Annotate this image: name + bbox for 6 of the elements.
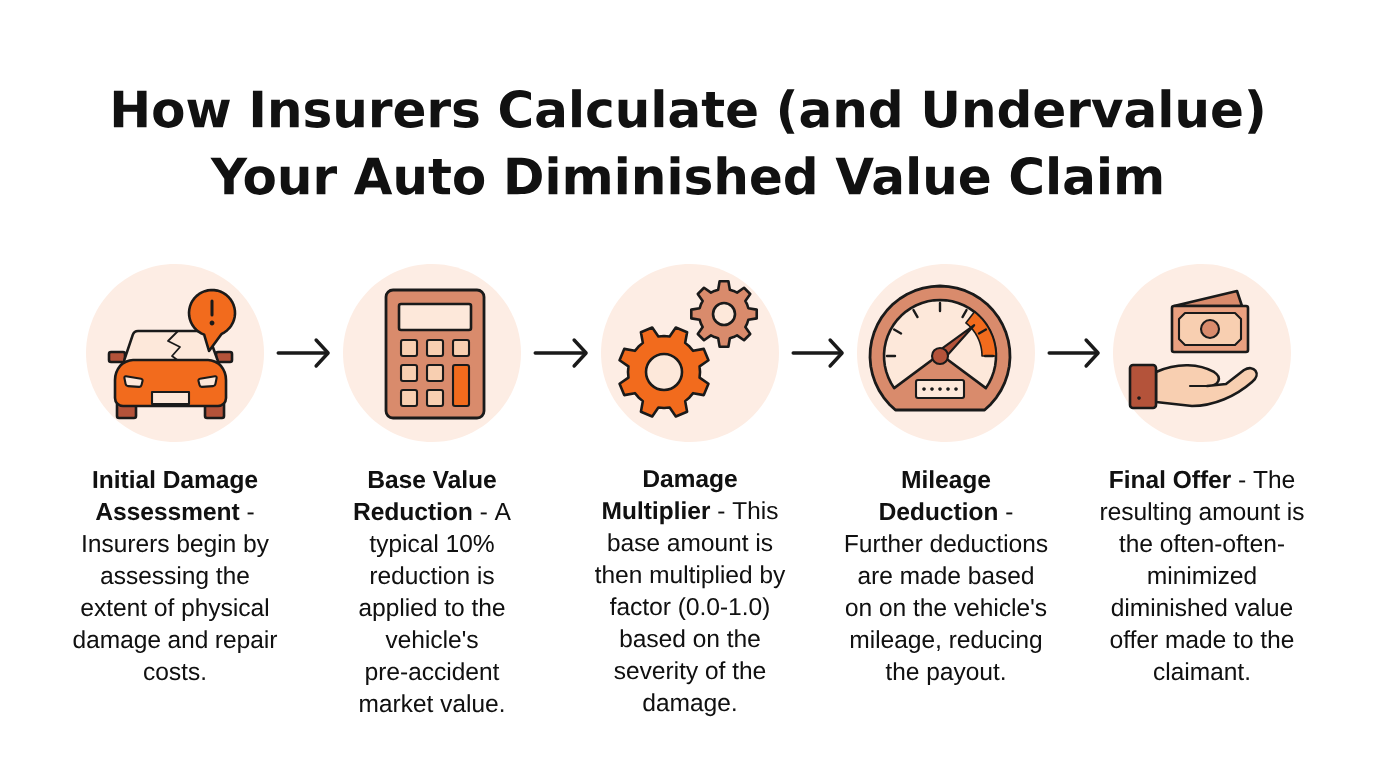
step-description: Damage Multiplier - This base amount is then multiplied by factor (0.0-1.0) based on the severity of the damage. <box>595 470 786 717</box>
step-description: Base Value Reduction - A typical 10% reduction is applied to the vehicle's pre-accident market value. <box>354 470 511 713</box>
step-description: Initial Damage Assessment - Insurers begin by assessing the extent of physical damage and repair costs. <box>73 470 278 681</box>
title: How Insurers Calculate (and Undervalue) Your Auto Diminished Value Claim <box>113 89 1263 195</box>
step-description: Final Offer - The resulting amount is the often-often-minimized diminished value offer made to the claimant. <box>1101 470 1304 681</box>
step-description: Mileage Deduction - Further deductions are made based on on the vehicle's mileage, reducing the payout. <box>845 470 1048 686</box>
